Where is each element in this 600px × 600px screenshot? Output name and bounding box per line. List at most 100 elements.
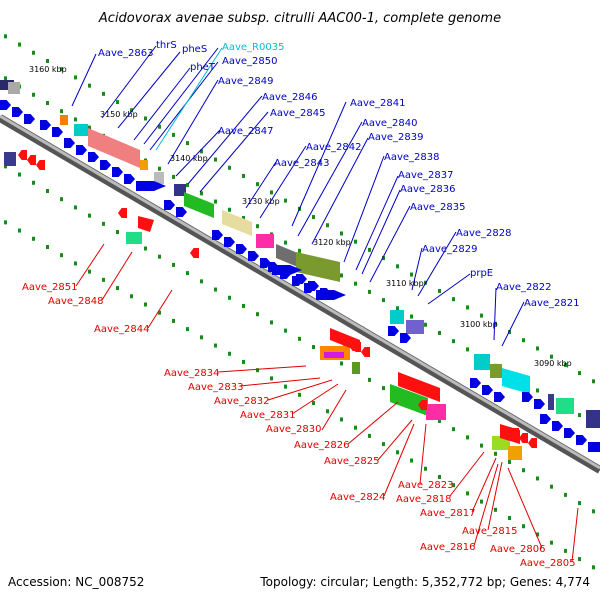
track-dot bbox=[60, 109, 63, 114]
track-dot bbox=[382, 386, 385, 391]
track-dot bbox=[452, 483, 455, 488]
forward-arrow bbox=[400, 333, 411, 343]
track-dot bbox=[200, 335, 203, 340]
gene-block bbox=[256, 234, 274, 248]
track-dot bbox=[396, 264, 399, 269]
track-dot bbox=[578, 413, 581, 418]
track-dot bbox=[536, 346, 539, 351]
track-dot bbox=[396, 306, 399, 311]
track-dot bbox=[88, 269, 91, 274]
track-dot bbox=[228, 295, 231, 300]
track-dot bbox=[466, 347, 469, 352]
forward-arrow bbox=[308, 281, 319, 291]
track-dot bbox=[18, 172, 21, 177]
track-dot bbox=[284, 198, 287, 203]
gene-label: Aave_2817 bbox=[420, 508, 476, 519]
track-dot bbox=[438, 474, 441, 479]
track-dot bbox=[508, 516, 511, 521]
track-dot bbox=[396, 450, 399, 455]
gene-block bbox=[174, 184, 186, 196]
track-dot bbox=[74, 117, 77, 122]
track-dot bbox=[46, 100, 49, 105]
forward-arrow bbox=[212, 230, 223, 240]
kbp-labels: 3160 kbp 3150 kbp 3140 kbp 3130 kbp 3120… bbox=[29, 65, 572, 368]
accession-text: Accession: NC_008752 bbox=[8, 575, 144, 589]
gene-block bbox=[222, 210, 252, 236]
track-dot bbox=[354, 239, 357, 244]
gene-label: Aave_2863 bbox=[98, 48, 154, 59]
track-dot bbox=[550, 484, 553, 489]
kbp-label: 3140 kbp bbox=[170, 154, 208, 163]
track-dot bbox=[158, 124, 161, 129]
track-dot bbox=[354, 281, 357, 286]
track-dot bbox=[158, 166, 161, 171]
track-dot bbox=[354, 425, 357, 430]
track-dot bbox=[466, 491, 469, 496]
forward-arrow bbox=[540, 414, 551, 424]
forward-arrow bbox=[552, 421, 563, 431]
track-dot bbox=[298, 248, 301, 253]
track-dot bbox=[340, 361, 343, 366]
track-dot bbox=[172, 318, 175, 323]
track-dot bbox=[32, 92, 35, 97]
track-dot bbox=[186, 141, 189, 146]
track-dot bbox=[32, 50, 35, 55]
gene-label: Aave_2831 bbox=[240, 410, 296, 421]
gene-block bbox=[324, 352, 344, 358]
track-dot bbox=[368, 433, 371, 438]
forward-arrow bbox=[388, 326, 399, 336]
track-dot bbox=[214, 343, 217, 348]
gene-label: Aave_2834 bbox=[164, 368, 220, 379]
gene-label: Aave_2850 bbox=[222, 56, 278, 67]
reverse-leaders bbox=[75, 243, 579, 563]
gene-label: Aave_R0035 bbox=[222, 42, 284, 53]
track-dot bbox=[46, 244, 49, 249]
track-dot bbox=[368, 247, 371, 252]
gene-block bbox=[126, 232, 142, 244]
forward-arrow bbox=[522, 392, 533, 402]
kbp-label: 3090 kbp bbox=[534, 359, 572, 368]
track-dot bbox=[480, 499, 483, 504]
gene-block bbox=[508, 446, 522, 460]
track-dot bbox=[4, 164, 7, 169]
forward-arrow bbox=[564, 428, 575, 438]
track-dot bbox=[158, 310, 161, 315]
gene-block bbox=[474, 354, 490, 370]
track-dot bbox=[74, 75, 77, 80]
gene-block bbox=[88, 128, 140, 168]
forward-arrow bbox=[494, 392, 505, 402]
gene-label: Aave_2830 bbox=[266, 424, 322, 435]
track-dot bbox=[242, 173, 245, 178]
track-dot bbox=[410, 314, 413, 319]
gene-label: Aave_2822 bbox=[496, 282, 552, 293]
track-dot bbox=[536, 476, 539, 481]
track-dot bbox=[172, 174, 175, 179]
track-dot bbox=[564, 362, 567, 367]
reverse-arrow bbox=[519, 433, 528, 443]
gene-label: Aave_2828 bbox=[456, 228, 512, 239]
gene-block bbox=[490, 364, 502, 378]
track-dot bbox=[522, 468, 525, 473]
track-dot bbox=[410, 458, 413, 463]
gene-label: Aave_2836 bbox=[400, 184, 456, 195]
forward-arrow bbox=[12, 107, 23, 117]
gene-label: Aave_2844 bbox=[94, 324, 150, 335]
gene-block bbox=[296, 252, 340, 282]
track-dot bbox=[368, 289, 371, 294]
track-dot bbox=[424, 466, 427, 471]
kbp-label: 3100 kbp bbox=[460, 320, 498, 329]
gene-label: Aave_2838 bbox=[384, 152, 440, 163]
track-dot bbox=[284, 328, 287, 333]
upper-features bbox=[0, 80, 600, 428]
track-dot bbox=[340, 231, 343, 236]
track-dot bbox=[116, 286, 119, 291]
reverse-arrow bbox=[528, 438, 537, 448]
gene-label: Aave_2839 bbox=[368, 132, 424, 143]
kbp-label: 3160 kbp bbox=[29, 65, 67, 74]
track-dot bbox=[270, 190, 273, 195]
track-dot bbox=[228, 165, 231, 170]
track-dot bbox=[564, 492, 567, 497]
track-dot bbox=[270, 376, 273, 381]
forward-arrow bbox=[76, 145, 87, 155]
